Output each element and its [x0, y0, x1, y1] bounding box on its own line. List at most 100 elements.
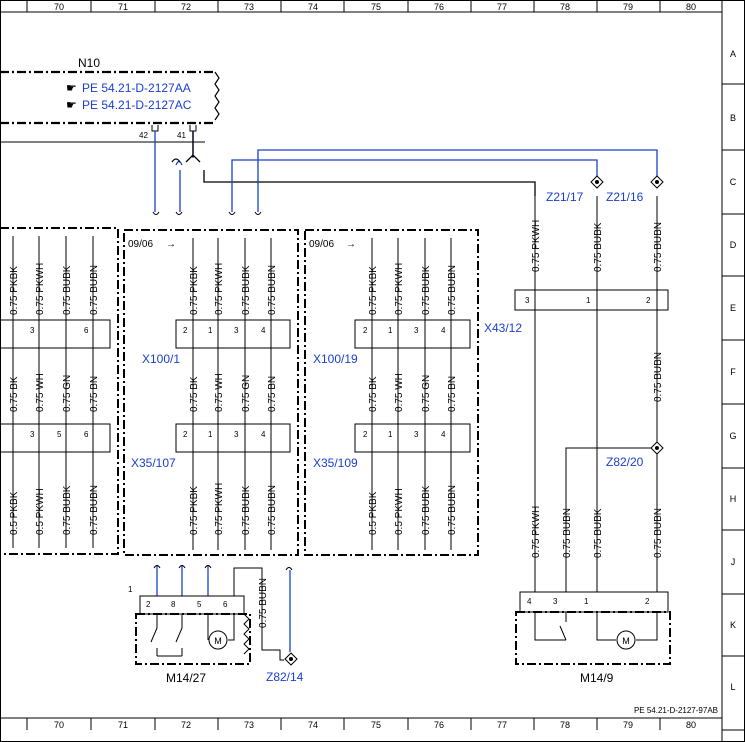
pin-label: 3 [30, 430, 35, 439]
wire-label: 0.75 BUBN [562, 508, 573, 558]
wire-label: 0.75 BUBN [447, 485, 458, 535]
column-label: 79 [623, 720, 633, 730]
wire-label: 0.75 WH [394, 373, 405, 412]
splice-z21-17[interactable]: Z21/17 [546, 190, 584, 204]
wire-label: 0.75 GN [241, 375, 252, 412]
connector-x35-109[interactable]: X35/109 [313, 456, 358, 470]
connector-block-2: 09/06 → 2 1 3 4 2 1 3 4 X100/19 X35/109 … [304, 229, 479, 556]
connector-x35-107[interactable]: X35/107 [131, 456, 176, 470]
wire-label: 0.75 BUBK [421, 485, 432, 535]
column-label: 77 [497, 720, 507, 730]
column-label: 76 [434, 2, 444, 12]
wire-label: 0.75 PKWH [214, 483, 225, 535]
wire-label: 0.75 BUBN [267, 485, 278, 535]
n10-control-unit: N10 ☛ PE 54.21-D-2127AA ☛ PE 54.21-D-212… [0, 56, 220, 143]
column-label: 75 [371, 2, 381, 12]
wire-label: 0.75 PKWH [214, 263, 225, 315]
m14-27-label: M14/27 [166, 671, 206, 685]
wire-label: 0.75 BUBK [241, 265, 252, 315]
pin-label: 3 [414, 326, 419, 335]
column-label: 70 [54, 720, 64, 730]
column-label: 78 [560, 720, 570, 730]
pin-label: 2 [363, 430, 368, 439]
wire-label: 0.75 BUBN [653, 222, 664, 272]
motor-m14-27: Z82/14 0.75 BUBN 1 2 8 5 6 M M14/27 [128, 565, 304, 685]
column-label: 74 [308, 2, 318, 12]
motor-symbol: M [622, 636, 630, 646]
connector-x100-19[interactable]: X100/19 [313, 352, 358, 366]
pin-label: 3 [553, 597, 558, 606]
splice-z82-20[interactable]: Z82/20 [606, 455, 644, 469]
wire-label: 0.75 BUBK [241, 485, 252, 535]
splice-z21-16[interactable]: Z21/16 [606, 190, 644, 204]
row-label: L [730, 682, 735, 692]
row-label: J [731, 557, 736, 567]
row-label: D [730, 240, 737, 250]
splice-z82-14[interactable]: Z82/14 [266, 670, 304, 684]
wire-label: 0.75 BUBK [421, 265, 432, 315]
wire-label: 0.75 BK [9, 376, 20, 412]
pin-label: 6 [84, 430, 89, 439]
pin-label: 5 [57, 430, 62, 439]
wire-harness-top [152, 131, 658, 215]
column-label: 78 [560, 2, 570, 12]
connector-block-1: 09/06 → 2 1 3 4 2 1 3 4 X100/1 X35/107 0… [123, 229, 299, 556]
wire-label: 0.75 BK [368, 376, 379, 412]
row-labels: A B C D E F G H J K L [729, 49, 736, 692]
wire-label: 0.75 BUBN [89, 265, 100, 315]
connector-x100-1[interactable]: X100/1 [142, 352, 180, 366]
row-label: F [730, 367, 736, 377]
pin-label: 1 [388, 326, 393, 335]
pin-label: 6 [223, 600, 228, 609]
column-label: 70 [54, 2, 64, 12]
wire-label: 0.75 BUBK [62, 265, 73, 315]
pin-label: 1 [208, 326, 213, 335]
row-label: C [730, 177, 737, 187]
column-label: 73 [244, 720, 254, 730]
row-label: B [730, 113, 736, 123]
motor-symbol: M [214, 636, 222, 646]
pin-label: 3 [525, 296, 530, 305]
wire-label: 0.75 WH [35, 373, 46, 412]
pin-label: 3 [234, 326, 239, 335]
motor-icon [616, 630, 636, 650]
row-label: H [730, 494, 737, 504]
pin-label: 4 [261, 430, 266, 439]
pin-label: 5 [197, 600, 202, 609]
n10-reference-ac[interactable]: PE 54.21-D-2127AC [82, 98, 192, 112]
column-label: 73 [244, 2, 254, 12]
wire-label: 0.5 PKWH [394, 488, 405, 535]
n10-label: N10 [78, 56, 100, 70]
row-label: A [730, 49, 736, 59]
corner-label: 1 [128, 585, 133, 594]
connector-x43-12[interactable]: X43/12 [484, 321, 522, 335]
wire-label: 0.75 PKBK [368, 266, 379, 315]
column-labels-top: 70 71 72 73 74 75 76 77 78 79 80 [54, 2, 696, 12]
wire-label: 0.75 BUBN [89, 485, 100, 535]
wire-label: 0.75 BUBN [258, 578, 269, 628]
wire-label: 0.5 PKWH [35, 488, 46, 535]
row-label: K [730, 620, 736, 630]
pin-label: 2 [646, 296, 651, 305]
pin-label: 3 [234, 430, 239, 439]
m14-9-label: M14/9 [580, 671, 614, 685]
pin-label: 4 [261, 326, 266, 335]
wire-label: 0.75 WH [214, 373, 225, 412]
pointing-hand-icon: ☛ [66, 81, 77, 95]
wire-label: 0.75 BUBN [653, 508, 664, 558]
wire-label: 0.75 BUBK [593, 508, 604, 558]
column-label: 71 [118, 720, 128, 730]
column-label: 76 [434, 720, 444, 730]
wire-label: 0.75 PKBK [9, 266, 20, 315]
pin-label: 4 [527, 597, 532, 606]
document-id: PE 54.21-D-2127-97AB [634, 706, 718, 715]
n10-pin-label: 42 [139, 131, 148, 140]
n10-reference-aa[interactable]: PE 54.21-D-2127AA [82, 81, 191, 95]
pin-label: 1 [586, 296, 591, 305]
pin-label: 2 [146, 600, 151, 609]
pin-label: 1 [208, 430, 213, 439]
wire-label: 0.75 BUBN [447, 265, 458, 315]
wire-label: 0.75 PKWH [394, 263, 405, 315]
